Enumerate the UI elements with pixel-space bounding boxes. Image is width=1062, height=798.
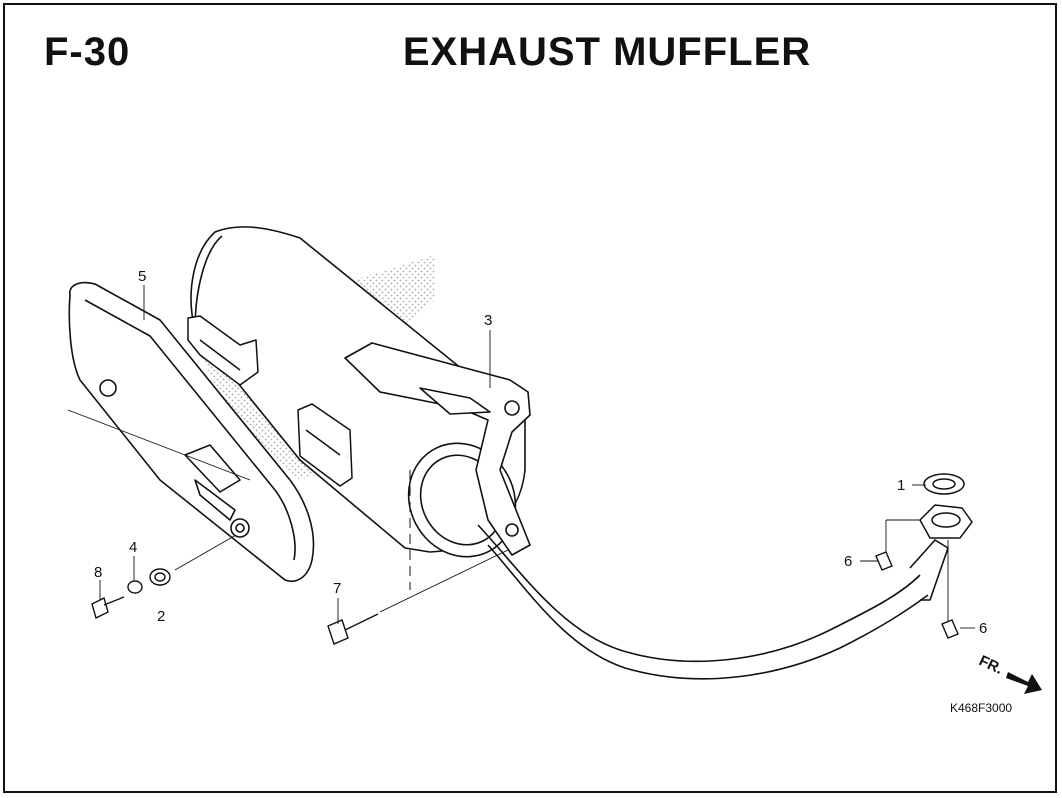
muffler-brackets [187, 315, 353, 487]
front-direction-arrow-icon: FR. [976, 652, 1042, 694]
page-title: EXHAUST MUFFLER [402, 30, 812, 74]
flange-gasket-part-1 [919, 473, 973, 539]
exhaust-pipe [477, 524, 949, 680]
callout-5: 5 [138, 268, 146, 285]
callout-1: 1 [897, 477, 905, 494]
page-frame [3, 3, 1057, 793]
callout-2: 2 [157, 608, 165, 625]
callout-7: 7 [333, 580, 341, 597]
callout-8: 8 [94, 564, 102, 581]
muffler-bracket-part-3 [344, 342, 531, 556]
leader-lines [67, 285, 975, 629]
callout-4: 4 [129, 539, 137, 556]
drawing-code: K468F3000 [950, 701, 1012, 715]
callout-3: 3 [484, 312, 492, 329]
heat-shield-part-5 [68, 281, 315, 582]
section-code: F-30 [44, 30, 131, 74]
callout-6-lower: 6 [979, 620, 987, 637]
direction-label: FR. [976, 652, 1005, 678]
callout-6-upper: 6 [844, 553, 852, 570]
hardware [91, 551, 959, 645]
